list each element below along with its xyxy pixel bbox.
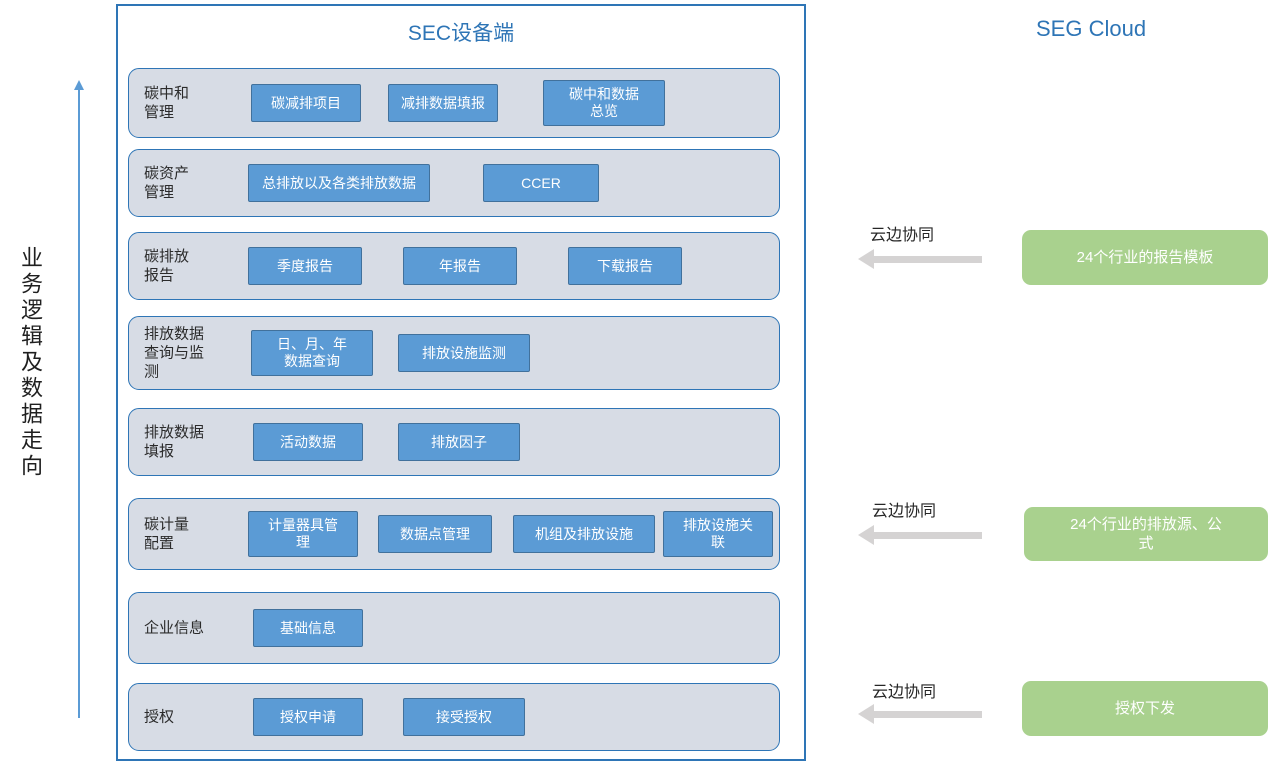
button-metering-device-management: 计量器具管 理 xyxy=(248,511,358,557)
cloud-edge-sync-label: 云边协同 xyxy=(872,684,937,701)
row-authorization: 授权 授权申请 接受授权 xyxy=(128,683,780,751)
button-carbon-neutral-data-overview: 碳中和数据 总览 xyxy=(543,80,665,126)
button-download-report: 下载报告 xyxy=(568,247,682,285)
button-basic-info: 基础信息 xyxy=(253,609,363,647)
cloud-edge-sync-label: 云边协同 xyxy=(872,503,937,520)
row-carbon-metering-config: 碳计量 配置 计量器具管 理 数据点管理 机组及排放设施 排放设施关 联 xyxy=(128,498,780,570)
flow-axis-label: 业务逻辑及数据走向 xyxy=(18,246,43,480)
row-label: 碳计量 配置 xyxy=(144,516,190,552)
flow-direction-up-arrow-icon xyxy=(72,80,86,718)
cloud-box-report-templates: 24个行业的报告模板 xyxy=(1022,230,1268,285)
sec-device-panel-title: SEC设备端 xyxy=(407,22,515,45)
arrow-head-icon xyxy=(858,249,874,269)
button-ccer: CCER xyxy=(483,164,599,202)
row-label: 排放数据 查询与监 测 xyxy=(144,325,205,381)
button-carbon-reduction-project: 碳减排项目 xyxy=(251,84,361,122)
left-arrow-icon xyxy=(858,704,982,724)
button-unit-and-emission-facility: 机组及排放设施 xyxy=(513,515,655,553)
row-label: 碳中和 管理 xyxy=(144,85,190,121)
arrow-head-icon xyxy=(858,704,874,724)
left-arrow-icon xyxy=(858,249,982,269)
sec-device-panel: SEC设备端 碳中和 管理 碳减排项目 减排数据填报 碳中和数据 总览 碳资产 … xyxy=(116,4,806,761)
seg-cloud-title: SEG Cloud xyxy=(1036,16,1147,41)
button-activity-data: 活动数据 xyxy=(253,423,363,461)
button-data-point-management: 数据点管理 xyxy=(378,515,492,553)
cloud-edge-sync-label: 云边协同 xyxy=(870,227,935,244)
row-enterprise-info: 企业信息 基础信息 xyxy=(128,592,780,664)
row-carbon-asset-management: 碳资产 管理 总排放以及各类排放数据 CCER xyxy=(128,149,780,217)
button-reduction-data-filling: 减排数据填报 xyxy=(388,84,498,122)
left-arrow-icon xyxy=(858,525,982,545)
button-annual-report: 年报告 xyxy=(403,247,517,285)
button-emission-facility-monitoring: 排放设施监测 xyxy=(398,334,530,372)
button-accept-authorization: 接受授权 xyxy=(403,698,525,736)
row-label: 碳资产 管理 xyxy=(144,165,190,201)
row-label: 排放数据 填报 xyxy=(144,424,205,460)
row-label: 碳排放 报告 xyxy=(144,248,190,284)
cloud-box-emission-sources-formulas: 24个行业的排放源、公 式 xyxy=(1024,507,1268,561)
arrow-shaft xyxy=(872,711,982,718)
button-day-month-year-query: 日、月、年 数据查询 xyxy=(251,330,373,376)
arrow-line xyxy=(78,88,80,718)
cloud-box-authorization-issuance: 授权下发 xyxy=(1022,681,1268,736)
button-total-emission-data: 总排放以及各类排放数据 xyxy=(248,164,430,202)
row-emission-data-filling: 排放数据 填报 活动数据 排放因子 xyxy=(128,408,780,476)
arrow-shaft xyxy=(872,256,982,263)
row-carbon-emission-report: 碳排放 报告 季度报告 年报告 下载报告 xyxy=(128,232,780,300)
button-authorization-request: 授权申请 xyxy=(253,698,363,736)
row-carbon-neutral-management: 碳中和 管理 碳减排项目 减排数据填报 碳中和数据 总览 xyxy=(128,68,780,138)
button-emission-factor: 排放因子 xyxy=(398,423,520,461)
button-emission-facility-association: 排放设施关 联 xyxy=(663,511,773,557)
row-label: 授权 xyxy=(144,708,175,726)
arrow-shaft xyxy=(872,532,982,539)
button-quarterly-report: 季度报告 xyxy=(248,247,362,285)
row-label: 企业信息 xyxy=(144,619,205,637)
arrow-head-icon xyxy=(74,80,84,90)
row-emission-data-query-monitoring: 排放数据 查询与监 测 日、月、年 数据查询 排放设施监测 xyxy=(128,316,780,390)
arrow-head-icon xyxy=(858,525,874,545)
